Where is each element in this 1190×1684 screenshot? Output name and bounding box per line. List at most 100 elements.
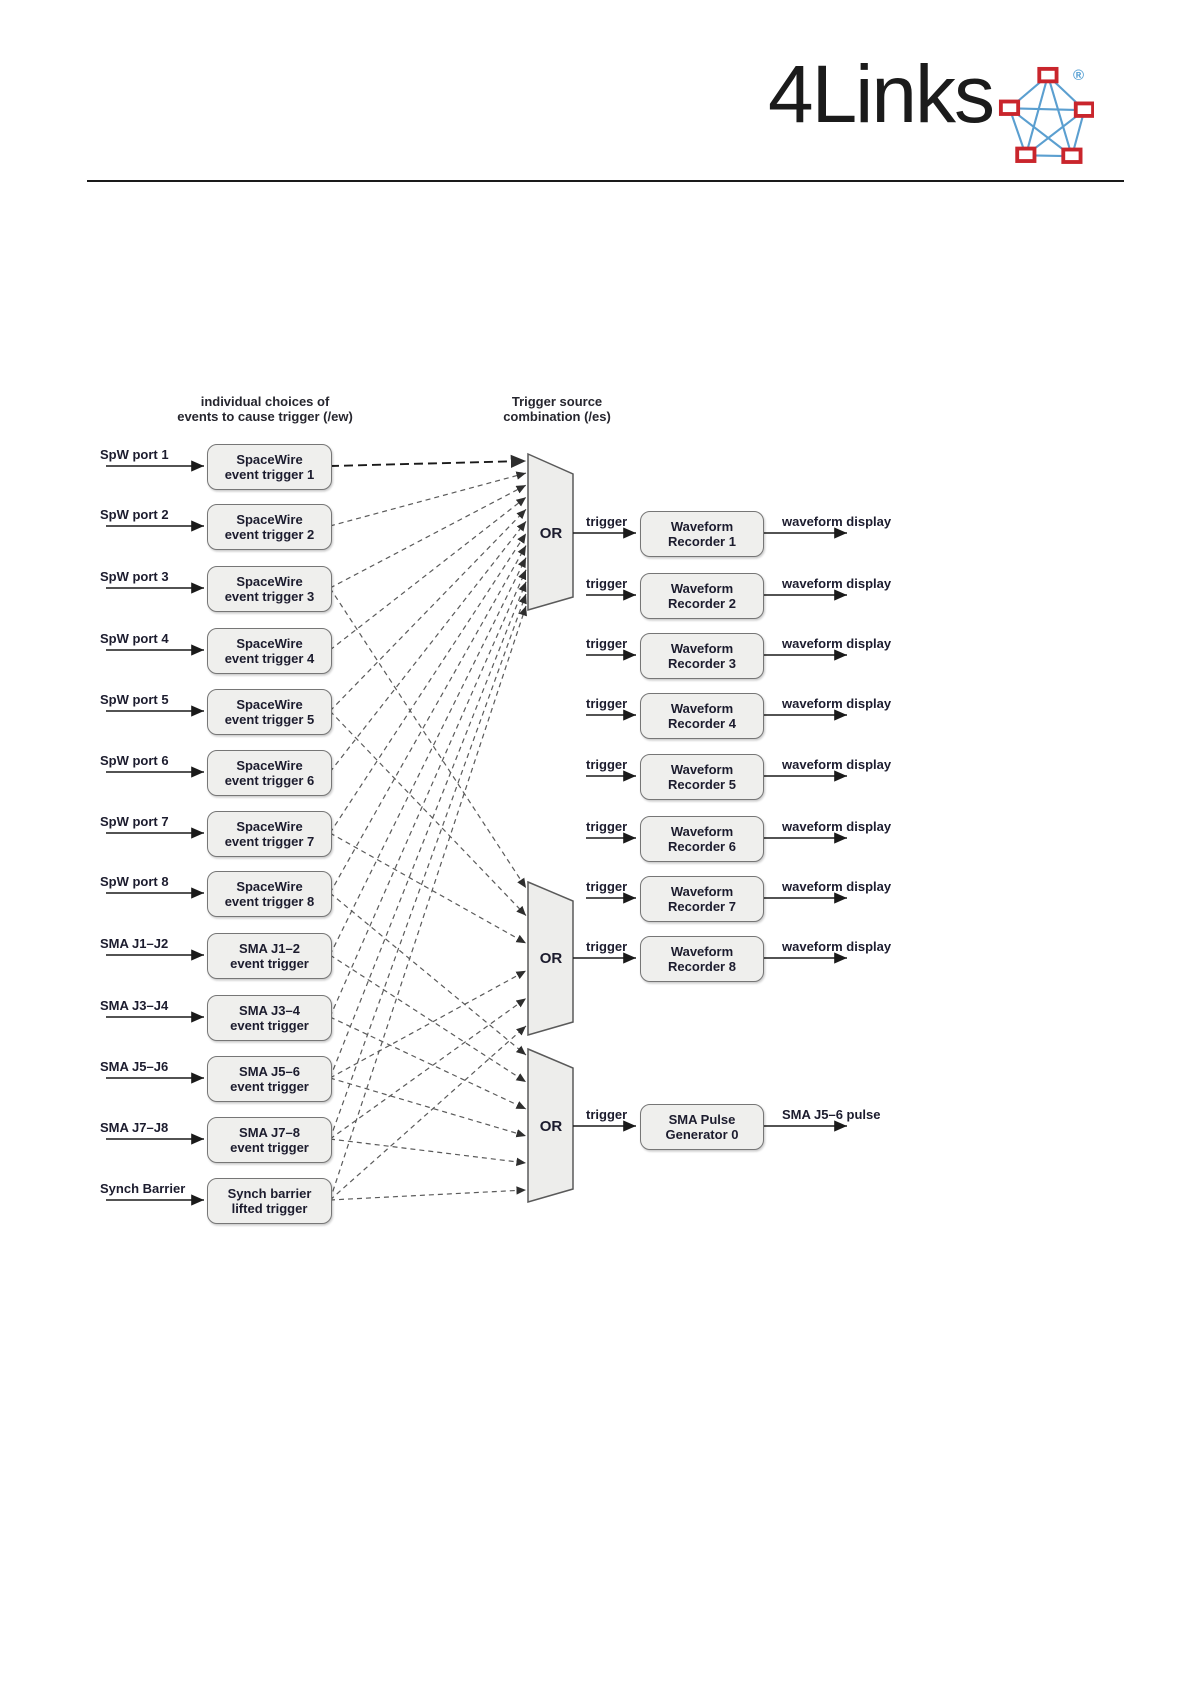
connection-trigger6-to-or1 [329,521,527,773]
event-trigger-box-13-line1: Synch barrier [227,1186,312,1201]
trigger-label-7: trigger [586,879,628,894]
output-label-3: waveform display [782,636,892,651]
connection-trigger7-to-or2 [329,832,527,944]
connection-trigger11-to-or1 [329,581,527,1079]
output-box-7-line1: Waveform [670,884,734,899]
input-label-10: SMA J3–J4 [100,998,169,1013]
logo-4links-text: 4Links [767,49,995,140]
trigger-label-3: trigger [586,636,628,651]
or-block-label-1: OR [539,525,563,542]
output-box-2-line1: Waveform [670,581,734,596]
output-box-8-line1: Waveform [670,944,734,959]
column-header-trigger-source: Trigger source combination (/es) [467,394,647,424]
output-box-6-line1: Waveform [670,824,734,839]
output-label-5: waveform display [782,757,892,772]
trigger-label-5: trigger [586,757,628,772]
event-trigger-box-2-line1: SpaceWire [236,512,303,527]
connection-trigger9-to-or1 [329,557,527,956]
event-trigger-box-6-line2: event trigger 6 [224,773,315,788]
or-block-1 [527,452,574,611]
output-box-1-line1: Waveform [670,519,734,534]
input-label-2: SpW port 2 [100,507,169,522]
output-box-7-line2: Recorder 7 [668,899,736,914]
event-trigger-box-10-line1: SMA J3–4 [239,1003,300,1018]
input-label-13: Synch Barrier [100,1181,186,1196]
column-header-line: Trigger source [511,394,603,409]
output-box-4-line2: Recorder 4 [668,716,736,731]
output-box-4-line1: Waveform [670,701,734,716]
network-graph-nodes [998,66,1094,164]
event-trigger-box-4-line1: SpaceWire [236,636,303,651]
connection-trigger12-to-or1 [329,593,527,1140]
output-label-4: waveform display [782,696,892,711]
connection-trigger13-to-or2 [329,1025,527,1201]
output-box-5-line2: Recorder 5 [668,777,736,792]
event-trigger-box-8-line2: event trigger 8 [224,894,315,909]
connection-trigger8-to-or3 [329,892,527,1056]
column-header-line: individual choices of [200,394,330,409]
input-label-11: SMA J5–J6 [100,1059,169,1074]
event-trigger-box-11-line2: event trigger [230,1079,309,1094]
output-box-8-line2: Recorder 8 [668,959,736,974]
trigger-label-8: trigger [586,939,628,954]
registered-trademark-icon: ® [1073,67,1085,84]
or-block-label-2: OR [539,950,563,967]
input-label-5: SpW port 5 [100,692,169,707]
output-label-8: waveform display [782,939,892,954]
event-trigger-box-2-line2: event trigger 2 [224,527,315,542]
output-label-6: waveform display [782,819,892,834]
event-trigger-box-12-line2: event trigger [230,1140,309,1155]
connection-trigger12-to-or2 [329,997,527,1140]
output-label-7: waveform display [782,879,892,894]
connection-trigger4-to-or1 [329,496,527,651]
event-trigger-box-11-line1: SMA J5–6 [239,1064,300,1079]
connection-trigger5-to-or1 [329,508,527,712]
event-trigger-box-5-line1: SpaceWire [236,697,303,712]
event-trigger-box-5-line2: event trigger 5 [224,712,315,727]
event-trigger-box-8-line1: SpaceWire [236,879,303,894]
output-box-9-line2: Generator 0 [665,1127,739,1142]
event-trigger-box-13-line2: lifted trigger [231,1201,308,1216]
output-box-1-line2: Recorder 1 [668,534,736,549]
connection-trigger13-to-or3 [329,1186,527,1201]
column-header-event-choices: individual choices of events to cause tr… [155,394,375,424]
event-trigger-box-3-line2: event trigger 3 [224,589,315,604]
connection-trigger11-to-or2 [329,970,527,1079]
trigger-label-1: trigger [586,514,628,529]
output-box-2-line2: Recorder 2 [668,596,736,611]
output-label-2: waveform display [782,576,892,591]
connection-trigger3-to-or1 [329,484,527,589]
or-block-label-3: OR [539,1118,563,1135]
column-header-line: events to cause trigger (/ew) [177,409,353,424]
input-label-6: SpW port 6 [100,753,169,768]
event-trigger-box-9-line1: SMA J1–2 [239,941,300,956]
event-trigger-box-6-line1: SpaceWire [236,758,303,773]
column-header-line: combination (/es) [503,409,611,424]
event-trigger-box-4-line2: event trigger 4 [224,651,315,666]
input-label-1: SpW port 1 [100,447,169,462]
event-trigger-box-9-line2: event trigger [230,956,309,971]
event-trigger-box-3-line1: SpaceWire [236,574,303,589]
connection-trigger9-to-or3 [329,954,527,1083]
output-label-9: SMA J5–6 pulse [782,1107,881,1122]
trigger-label-6: trigger [586,819,628,834]
output-label-1: waveform display [782,514,892,529]
connection-trigger2-to-or1 [329,471,527,527]
